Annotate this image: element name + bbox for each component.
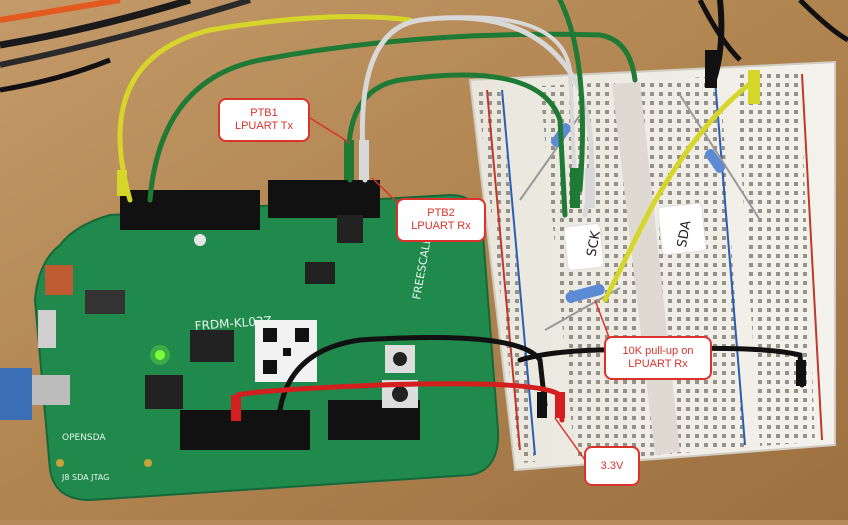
callout-ptb1-line1: PTB1 (250, 107, 278, 119)
callout-ptb1-line2: LPUART Tx (234, 120, 294, 132)
callout-power-line1: 3.3V (600, 459, 624, 472)
frdm-kl03z-board: FRDM-KL03Z FREESCALE OPENSDA J8 SDA JTAG (0, 180, 500, 502)
callout-ptb2-line2: LPUART Rx (411, 220, 471, 232)
callout-power: 3.3V (584, 446, 640, 486)
callout-ptb2: PTB2 LPUART Rx (396, 198, 486, 242)
status-led (155, 350, 165, 360)
board-silkscreen-name: FRDM-KL03Z (194, 314, 272, 333)
breadboard: SCK SDA (468, 60, 836, 472)
pullup-resistor (565, 284, 605, 303)
callout-pullup: 10K pull-up on LPUART Rx (604, 336, 712, 380)
opensda-label: OPENSDA (62, 433, 106, 443)
background-cables (0, 0, 848, 93)
callout-ptb1: PTB1 LPUART Tx (218, 98, 310, 142)
jtag-label: J8 SDA JTAG (61, 473, 109, 482)
resistors (519, 94, 761, 331)
callout-ptb2-line1: PTB2 (427, 207, 455, 219)
callout-pullup-line2: LPUART Rx (628, 358, 688, 370)
note-sck: SCK (585, 229, 604, 258)
jumper-wires (117, 0, 806, 423)
callout-pointers (309, 117, 611, 461)
note-sda: SDA (675, 219, 694, 248)
callout-pullup-line1: 10K pull-up on (622, 345, 694, 357)
